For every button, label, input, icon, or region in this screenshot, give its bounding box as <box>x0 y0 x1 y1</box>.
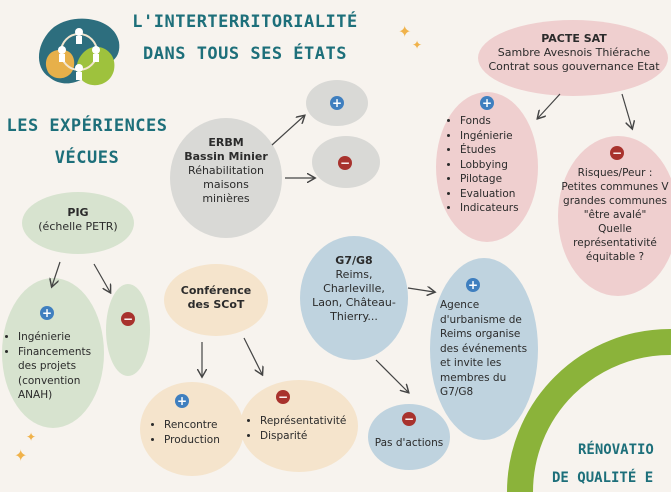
g7-plus-line: des événements <box>440 342 528 355</box>
logo <box>34 12 124 92</box>
risk-line: "être avalé" <box>583 209 647 221</box>
list-item: Evaluation <box>460 187 540 202</box>
g7-title: G7/G8 <box>335 254 373 267</box>
main-title-line2: DANS TOUS SES ÉTATS <box>143 44 347 64</box>
pacte-plus-list: Fonds Ingénierie Études Lobbying Pilotag… <box>448 114 540 216</box>
subtitle-line1: LES EXPÉRIENCES <box>6 116 168 136</box>
minus-icon: − <box>338 156 352 170</box>
plus-icon: + <box>40 306 54 320</box>
sparkle-icon: ✦ <box>412 38 423 52</box>
list-item: Indicateurs <box>460 201 540 216</box>
main-title-line1: L'INTERTERRITORIALITÉ <box>132 12 358 32</box>
g7-minus-text: Pas d'actions <box>374 437 444 449</box>
erbm-desc1: Réhabilitation <box>188 164 264 177</box>
pacte-minus-text: Risques/Peur : Petites communes V grande… <box>556 166 671 264</box>
g7-plus-line: et invite les <box>440 357 502 369</box>
scot-minus-list: Représentativité Disparité <box>248 414 356 443</box>
minus-icon: − <box>121 312 135 326</box>
renovation-arc <box>507 328 671 492</box>
list-item: Pilotage <box>460 172 540 187</box>
scot-title2: des SCoT <box>187 298 245 311</box>
g7-line: Laon, Château- <box>312 296 396 309</box>
list-item: Fonds <box>460 114 540 129</box>
g7-blob <box>300 236 408 360</box>
risk-line: équitable ? <box>585 251 645 263</box>
pacte-title: PACTE SAT <box>541 32 607 45</box>
pig-title: PIG <box>67 206 89 219</box>
pig-sub: (échelle PETR) <box>38 220 118 233</box>
renovation-line2: DE QUALITÉ E <box>552 470 654 486</box>
pacte-plus-blob <box>436 92 538 242</box>
scot-node: Conférence des SCoT <box>166 284 266 312</box>
plus-icon: + <box>175 394 189 408</box>
g7-line: Reims, <box>335 268 373 281</box>
erbm-desc2: maisons <box>203 178 249 191</box>
pig-minus-blob <box>106 284 150 376</box>
list-item: Production <box>164 433 242 448</box>
g7-plus-text: Agence d'urbanisme de Reims organise des… <box>440 298 536 400</box>
pacte-line1: Sambre Avesnois Thiérache <box>497 46 651 59</box>
list-item: Financements des projets (convention ANA… <box>18 345 102 403</box>
erbm-title2: Bassin Minier <box>184 150 268 163</box>
list-item: Rencontre <box>164 418 242 433</box>
g7-plus-line: G7/G8 <box>440 386 474 398</box>
risk-line: Petites communes V <box>561 181 669 193</box>
pig-plus-list: Ingénierie Financements des projets (con… <box>6 330 102 403</box>
g7-node: G7/G8 Reims, Charleville, Laon, Château-… <box>302 254 406 324</box>
g7-plus-line: Agence <box>440 299 480 311</box>
g7-plus-line: Reims organise <box>440 328 521 340</box>
subtitle-line2: VÉCUES <box>54 148 120 168</box>
sparkle-icon: ✦ <box>26 430 37 444</box>
list-item: Représentativité <box>260 414 356 429</box>
g7-plus-line: d'urbanisme de <box>440 313 522 326</box>
minus-icon: − <box>402 412 416 426</box>
g7-plus-blob <box>430 258 538 440</box>
plus-icon: + <box>330 96 344 110</box>
erbm-node: ERBM Bassin Minier Réhabilitation maison… <box>172 136 280 206</box>
risk-line: Risques/Peur : <box>577 167 653 179</box>
plus-icon: + <box>466 278 480 292</box>
scot-minus-blob <box>240 380 358 472</box>
pacte-line2: Contrat sous gouvernance Etat <box>488 60 660 73</box>
list-item: Ingénierie <box>18 330 102 345</box>
scot-title1: Conférence <box>180 284 252 297</box>
plus-icon: + <box>480 96 494 110</box>
list-item: Ingénierie <box>460 129 540 144</box>
g7-line: Charleville, <box>323 282 385 295</box>
pig-plus-blob <box>2 278 104 428</box>
logo-graphic <box>38 18 120 86</box>
g7-line: Thierry... <box>330 310 378 323</box>
pacte-blob <box>478 20 668 96</box>
pacte-minus-blob <box>558 136 671 296</box>
risk-line: Quelle <box>598 223 632 235</box>
erbm-title1: ERBM <box>208 136 244 149</box>
renovation-line1: RÉNOVATIO <box>578 442 654 458</box>
pig-node: PIG (échelle PETR) <box>24 206 132 234</box>
minus-icon: − <box>610 146 624 160</box>
list-item: Disparité <box>260 429 356 444</box>
erbm-desc3: minières <box>202 192 250 205</box>
pacte-node: PACTE SAT Sambre Avesnois Thiérache Cont… <box>486 32 662 74</box>
risk-line: représentativité <box>573 237 657 249</box>
scot-plus-blob <box>140 382 244 476</box>
scot-plus-list: Rencontre Production <box>152 418 242 447</box>
sparkle-icon: ✦ <box>398 22 412 41</box>
sparkle-icon: ✦ <box>14 446 28 465</box>
g7-plus-line: membres du <box>440 371 507 384</box>
list-item: Lobbying <box>460 158 540 173</box>
list-item: Études <box>460 143 540 158</box>
minus-icon: − <box>276 390 290 404</box>
scot-blob <box>164 264 268 336</box>
risk-line: grandes communes <box>563 195 667 207</box>
pig-blob <box>22 192 134 254</box>
erbm-blob <box>170 118 282 238</box>
